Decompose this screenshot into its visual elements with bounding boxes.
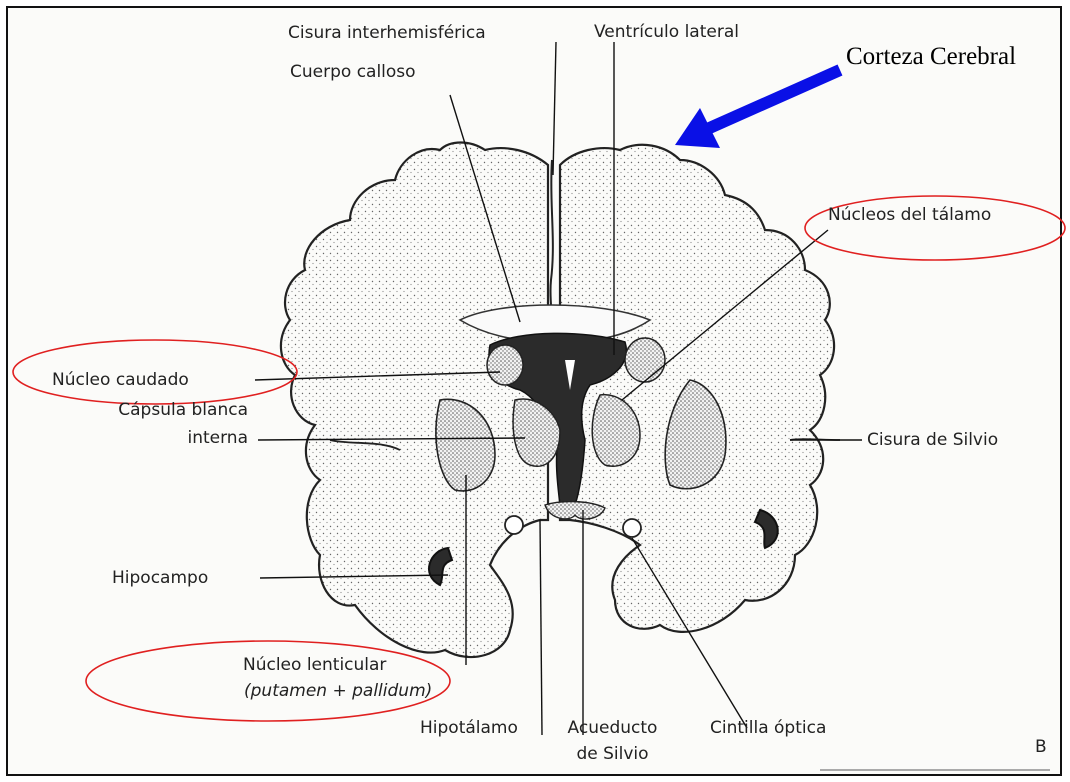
label-capsula-line1: Cápsula blanca xyxy=(60,400,248,420)
label-hipocampo: Hipocampo xyxy=(112,568,208,588)
label-capsula-line2: interna xyxy=(60,428,248,448)
right-optic-tract xyxy=(623,519,641,537)
left-caudate xyxy=(487,345,523,385)
right-caudate xyxy=(625,338,665,382)
leader-hipotalamo xyxy=(540,520,542,735)
label-acueducto-line2: de Silvio xyxy=(540,744,685,764)
label-lenticular-line2: (putamen + pallidum) xyxy=(244,681,432,701)
leader-cisura-interhemisferica xyxy=(553,42,556,175)
label-nucleos-talamo: Núcleos del tálamo xyxy=(828,205,991,225)
left-hemisphere xyxy=(281,143,548,658)
label-acueducto-line1: Acueducto xyxy=(540,718,685,738)
left-optic-tract xyxy=(505,516,523,534)
label-nucleo-caudado: Núcleo caudado xyxy=(52,370,189,390)
corteza-arrow xyxy=(675,70,840,148)
label-lenticular-line1: Núcleo lenticular xyxy=(243,655,386,675)
label-cisura-silvio: Cisura de Silvio xyxy=(867,430,998,450)
label-cintilla-optica: Cintilla óptica xyxy=(710,718,826,738)
label-cisura-interhemisferica: Cisura interhemisférica xyxy=(288,23,486,43)
label-cuerpo-calloso: Cuerpo calloso xyxy=(290,62,416,82)
label-hipotalamo: Hipotálamo xyxy=(420,718,518,738)
label-corteza-cerebral: Corteza Cerebral xyxy=(846,43,1016,71)
panel-letter: B xyxy=(1035,737,1047,757)
label-ventriculo-lateral: Ventrículo lateral xyxy=(594,22,739,42)
